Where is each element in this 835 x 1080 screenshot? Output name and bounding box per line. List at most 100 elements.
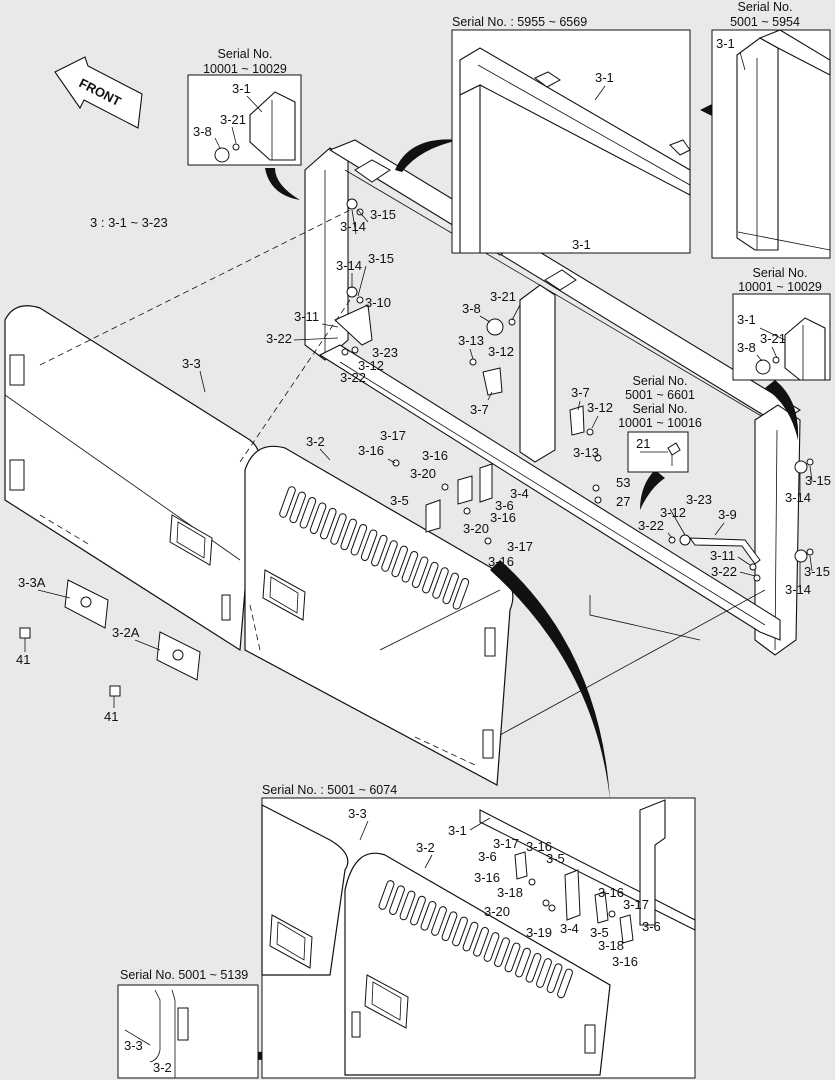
label-3-15: 3-15 — [804, 564, 830, 579]
label-21: 21 — [636, 436, 650, 451]
label-3-22: 3-22 — [266, 331, 292, 346]
vent-slot — [504, 942, 521, 973]
label-27: 27 — [616, 494, 630, 509]
label-3-12: 3-12 — [587, 400, 613, 415]
inset-vent-slots — [378, 880, 573, 999]
label-3-22: 3-22 — [638, 518, 664, 533]
vent-slot — [360, 529, 378, 561]
vent-slot — [320, 507, 337, 540]
label-3-23: 3-23 — [372, 345, 398, 360]
label-3-17: 3-17 — [380, 428, 406, 443]
inset-top-right-serial-1: Serial No. — [738, 0, 793, 14]
vent-slot — [299, 497, 317, 529]
vent-slot — [536, 958, 552, 988]
label-3-12: 3-12 — [488, 344, 514, 359]
inset-top-left: Serial No. 10001 ~ 10029 — [187, 47, 302, 166]
vent-slot — [420, 900, 437, 931]
label-3-10: 3-10 — [365, 295, 391, 310]
inset-part21-serial-4: 10001 ~ 10016 — [618, 416, 702, 430]
vent-slot — [483, 932, 500, 962]
assembly-note: 3 : 3-1 ~ 3-23 — [90, 215, 168, 230]
handle-3-3a — [19, 579, 109, 639]
label-3-19: 3-19 — [526, 925, 552, 940]
label-3-12: 3-12 — [660, 505, 686, 520]
label-3-5: 3-5 — [390, 493, 409, 508]
vent-slot — [525, 952, 542, 983]
vent-slot — [378, 880, 395, 910]
guide-lines — [39, 209, 766, 736]
leader-lines — [24, 51, 813, 869]
vent-slot — [452, 916, 468, 947]
inset-part21-serial-1: Serial No. — [633, 374, 688, 388]
label-3-1: 3-1 — [716, 36, 735, 51]
inset-top-right: Serial No. 5001 ~ 5954 — [711, 0, 831, 259]
vent-slot — [442, 572, 459, 605]
label-3-16: 3-16 — [598, 885, 624, 900]
vent-slot — [441, 911, 458, 942]
label-3-14: 3-14 — [785, 582, 811, 597]
label-3-11: 3-11 — [294, 309, 319, 324]
vent-slot — [422, 561, 439, 594]
vent-slot — [515, 947, 531, 978]
inset-mid-right-serial-1: Serial No. — [753, 266, 808, 280]
label-3-2: 3-2 — [306, 434, 325, 449]
vent-slot — [289, 491, 306, 524]
label-41: 41 — [16, 652, 30, 667]
vent-slot — [452, 578, 470, 610]
vent-slot — [330, 513, 347, 545]
vent-slot — [340, 518, 357, 551]
vent-slot — [431, 906, 447, 936]
vent-slot — [371, 534, 388, 567]
label-3-1: 3-1 — [448, 823, 467, 838]
label-3-17: 3-17 — [623, 897, 649, 912]
label-3-23: 3-23 — [686, 492, 712, 507]
label-3-13: 3-13 — [458, 333, 484, 348]
label-3-16: 3-16 — [488, 554, 514, 569]
label-3-16: 3-16 — [526, 839, 552, 854]
vent-slot — [462, 921, 479, 952]
vent-slot — [399, 890, 416, 921]
vent-slot — [350, 524, 368, 556]
label-3-9: 3-9 — [718, 507, 737, 522]
label-3-22: 3-22 — [711, 564, 737, 579]
label-3-14: 3-14 — [336, 258, 362, 273]
label-3-7: 3-7 — [571, 385, 590, 400]
label-3-3: 3-3 — [182, 356, 201, 371]
label-3-18: 3-18 — [497, 885, 523, 900]
label-3-21: 3-21 — [490, 289, 516, 304]
label-3-18: 3-18 — [598, 938, 624, 953]
inset-bottom: Serial No. : 5001 ~ 6074 — [261, 783, 696, 1079]
vent-slot — [473, 926, 489, 957]
handle-3-2a — [109, 631, 201, 697]
vent-slot — [411, 556, 429, 588]
main-frame — [304, 139, 802, 656]
part-labels: 3-1 3-21 3-8 3-1 3-1 3-15 3-14 3-15 3-14… — [16, 36, 831, 1075]
inset-part21-serial-2: 5001 ~ 6601 — [625, 388, 695, 402]
inset-bottom-serial: Serial No. : 5001 ~ 6074 — [262, 783, 397, 797]
label-3-1: 3-1 — [572, 237, 591, 252]
label-3-3: 3-3 — [348, 806, 367, 821]
hardware-parts — [334, 198, 814, 582]
label-3-17: 3-17 — [507, 539, 533, 554]
inset-top-right-serial-2: 5001 ~ 5954 — [730, 15, 800, 29]
label-3-14: 3-14 — [785, 490, 811, 505]
label-3-11: 3-11 — [710, 548, 735, 563]
label-3-20: 3-20 — [463, 521, 489, 536]
label-3-2: 3-2 — [153, 1060, 172, 1075]
inset-top-left-serial-2: 10001 ~ 10029 — [203, 62, 287, 76]
label-3-1: 3-1 — [737, 312, 756, 327]
label-3-7: 3-7 — [470, 402, 489, 417]
vent-slot — [391, 545, 408, 578]
label-3-6: 3-6 — [642, 919, 661, 934]
label-3-15: 3-15 — [368, 251, 394, 266]
label-3-4: 3-4 — [510, 486, 529, 501]
label-3-6: 3-6 — [478, 849, 497, 864]
label-3-8: 3-8 — [737, 340, 756, 355]
label-3-16: 3-16 — [612, 954, 638, 969]
inset-top-left-serial-1: Serial No. — [218, 47, 273, 61]
label-3-4: 3-4 — [560, 921, 579, 936]
label-3-16: 3-16 — [490, 510, 516, 525]
label-3-16: 3-16 — [422, 448, 448, 463]
inset-top-center-serial: Serial No. : 5955 ~ 6569 — [452, 15, 587, 29]
